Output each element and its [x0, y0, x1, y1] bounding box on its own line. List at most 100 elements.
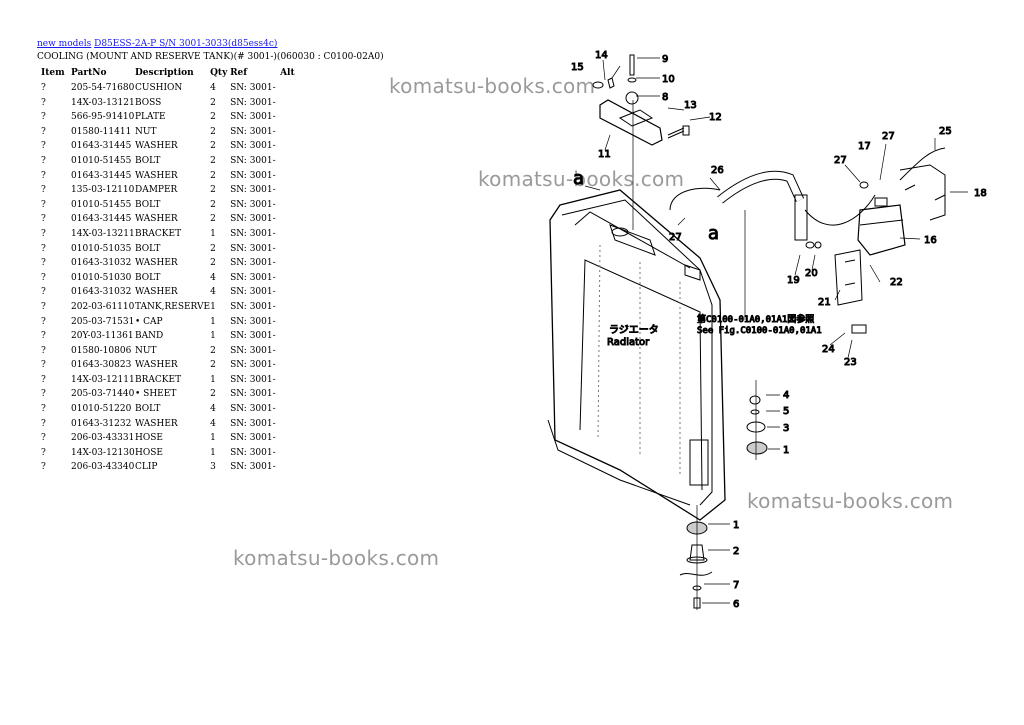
- description-cell: WASHER: [135, 360, 178, 371]
- callout-number: 27: [834, 155, 847, 166]
- ref-cell: SN: 3001-: [230, 301, 276, 312]
- item-cell: ?: [41, 141, 46, 152]
- callout-number: 27: [882, 131, 895, 142]
- callout-number: 8: [662, 92, 668, 103]
- qty-cell: 2: [210, 185, 216, 196]
- description-cell: TANK,RESERVE: [135, 301, 211, 312]
- callout-number: 1: [733, 520, 739, 531]
- ref-cell: SN: 3001-: [230, 272, 276, 283]
- description-cell: PLATE: [135, 112, 166, 123]
- ref-cell: SN: 3001-: [230, 258, 276, 269]
- item-cell: ?: [41, 228, 46, 239]
- item-cell: ?: [41, 243, 46, 254]
- callout-numbers: 14 9 15 10 8 13 12 11 26 27 17 25 18 16 …: [571, 50, 988, 611]
- ref-cell: SN: 3001-: [230, 83, 276, 93]
- callout-number: 26: [711, 165, 724, 176]
- col-header-alt: Alt: [280, 68, 295, 78]
- item-cell: ?: [41, 97, 46, 108]
- qty-cell: 1: [210, 447, 216, 458]
- qty-cell: 2: [210, 170, 216, 181]
- callout-number: 11: [598, 149, 611, 160]
- callout-number: 4: [783, 390, 789, 401]
- ref-cell: SN: 3001-: [230, 287, 276, 298]
- callout-number: 24: [822, 344, 835, 355]
- qty-cell: 1: [210, 301, 216, 312]
- breadcrumb-link-new-models[interactable]: new models: [37, 39, 92, 49]
- partno-cell: 01010-51220: [71, 404, 132, 415]
- partno-cell: 135-03-12110: [71, 185, 135, 196]
- qty-cell: 2: [210, 126, 216, 137]
- callout-number: 12: [709, 112, 722, 123]
- description-cell: WASHER: [135, 287, 178, 298]
- qty-cell: 2: [210, 112, 216, 123]
- callout-number: 14: [595, 50, 608, 61]
- item-cell: ?: [41, 331, 46, 342]
- ref-cell: SN: 3001-: [230, 126, 276, 137]
- callout-number: 22: [890, 277, 903, 288]
- callout-number: 6: [733, 599, 739, 610]
- item-cell: ?: [41, 272, 46, 283]
- ref-cell: SN: 3001-: [230, 418, 276, 429]
- description-cell: BOLT: [135, 199, 161, 210]
- item-cell: ?: [41, 170, 46, 181]
- partno-cell: 20Y-03-11361: [71, 331, 134, 342]
- callout-number: 19: [787, 275, 800, 286]
- figure-note-en: See Fig.C0100-01A0,01A1: [697, 326, 822, 336]
- qty-cell: 2: [210, 345, 216, 356]
- callout-number: 2: [733, 546, 739, 557]
- qty-cell: 3: [210, 462, 216, 473]
- figure-note-jp: 第C0100-01A0,01A1図参照: [697, 313, 814, 325]
- partno-cell: 566-95-91410: [71, 112, 135, 123]
- qty-cell: 1: [210, 316, 216, 327]
- callout-number: 17: [858, 141, 871, 152]
- item-cell: ?: [41, 199, 46, 210]
- ref-cell: SN: 3001-: [230, 228, 276, 239]
- ref-cell: SN: 3001-: [230, 360, 276, 371]
- marker-a-right: a: [708, 223, 719, 244]
- qty-cell: 4: [210, 272, 216, 283]
- description-cell: BOLT: [135, 155, 161, 166]
- callout-number: 18: [974, 188, 987, 199]
- partno-cell: 01010-51030: [71, 272, 132, 283]
- qty-cell: 2: [210, 141, 216, 152]
- callout-number: 7: [733, 580, 739, 591]
- item-cell: ?: [41, 404, 46, 415]
- callout-number: 13: [684, 100, 697, 111]
- leader-lines: [584, 57, 968, 610]
- item-cell: ?: [41, 155, 46, 166]
- description-cell: CUSHION: [135, 83, 183, 93]
- description-cell: • CAP: [135, 316, 163, 327]
- qty-cell: 2: [210, 214, 216, 225]
- description-cell: WASHER: [135, 141, 178, 152]
- ref-cell: SN: 3001-: [230, 316, 276, 327]
- partno-cell: 01010-51455: [71, 199, 132, 210]
- item-cell: ?: [41, 389, 46, 400]
- partno-cell: 14X-03-12130: [71, 447, 135, 458]
- partno-cell: 01580-10806: [71, 345, 132, 356]
- partno-cell: 14X-03-12111: [71, 374, 135, 385]
- description-cell: CLIP: [135, 462, 158, 473]
- item-cell: ?: [41, 214, 46, 225]
- description-cell: WASHER: [135, 170, 178, 181]
- breadcrumb-link-model[interactable]: D85ESS-2A-P S/N 3001-3033(d85ess4c): [94, 39, 278, 49]
- item-cell: ?: [41, 258, 46, 269]
- partno-cell: 01010-51455: [71, 155, 132, 166]
- radiator-drawing: [547, 189, 726, 521]
- callout-number: 27: [669, 232, 682, 243]
- partno-cell: 01643-31445: [71, 141, 132, 152]
- callout-number: 1: [783, 445, 789, 456]
- qty-cell: 1: [210, 331, 216, 342]
- ref-cell: SN: 3001-: [230, 199, 276, 210]
- item-cell: ?: [41, 83, 46, 93]
